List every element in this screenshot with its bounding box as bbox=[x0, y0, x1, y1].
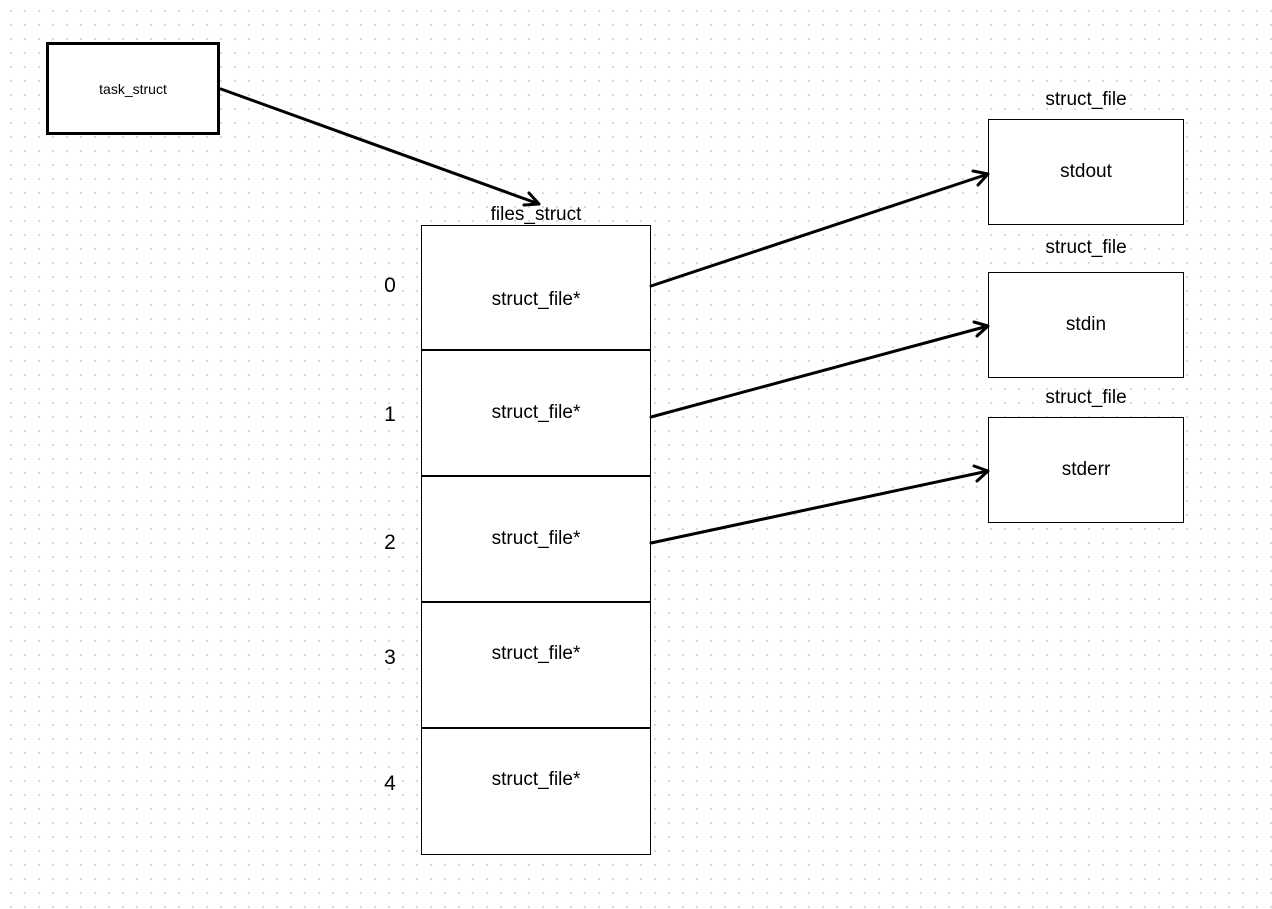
struct-file-title-stdin: struct_file bbox=[1045, 237, 1127, 258]
fd-slot-label: struct_file* bbox=[491, 528, 581, 549]
struct-file-label: stderr bbox=[1061, 459, 1111, 480]
struct-file-label: stdin bbox=[1065, 314, 1107, 335]
arrow-fd1-to-stdin bbox=[649, 320, 990, 419]
fd-slot-1[interactable]: struct_file* bbox=[421, 351, 651, 477]
fd-index-2: 2 bbox=[384, 531, 396, 554]
struct-file-title-stderr: struct_file bbox=[1045, 387, 1127, 408]
fd-slot-3[interactable]: struct_file* bbox=[421, 603, 651, 729]
files-struct-table[interactable]: struct_file* struct_file* struct_file* s… bbox=[421, 225, 651, 855]
fd-slot-label: struct_file* bbox=[491, 402, 581, 423]
fd-slot-label: struct_file* bbox=[491, 289, 581, 310]
arrow-task-to-files bbox=[219, 87, 541, 207]
arrow-fd0-to-stdout bbox=[649, 169, 990, 288]
fd-slot-label: struct_file* bbox=[491, 769, 581, 790]
files-struct-title: files_struct bbox=[490, 204, 582, 225]
struct-file-box-stderr[interactable]: stderr bbox=[988, 417, 1184, 523]
task-struct-box[interactable]: task_struct bbox=[46, 42, 220, 135]
fd-slot-4[interactable]: struct_file* bbox=[421, 729, 651, 855]
struct-file-box-stdout[interactable]: stdout bbox=[988, 119, 1184, 225]
struct-file-label: stdout bbox=[1060, 161, 1112, 182]
fd-slot-label: struct_file* bbox=[491, 643, 581, 664]
struct-file-box-stdin[interactable]: stdin bbox=[988, 272, 1184, 378]
task-struct-label: task_struct bbox=[99, 80, 167, 97]
fd-slot-0[interactable]: struct_file* bbox=[421, 225, 651, 351]
fd-index-3: 3 bbox=[384, 646, 396, 669]
fd-index-1: 1 bbox=[384, 403, 396, 426]
struct-file-title-stdout: struct_file bbox=[1045, 89, 1127, 110]
fd-slot-2[interactable]: struct_file* bbox=[421, 477, 651, 603]
fd-index-0: 0 bbox=[384, 274, 396, 297]
fd-index-4: 4 bbox=[384, 772, 396, 795]
arrow-fd2-to-stderr bbox=[649, 464, 990, 545]
